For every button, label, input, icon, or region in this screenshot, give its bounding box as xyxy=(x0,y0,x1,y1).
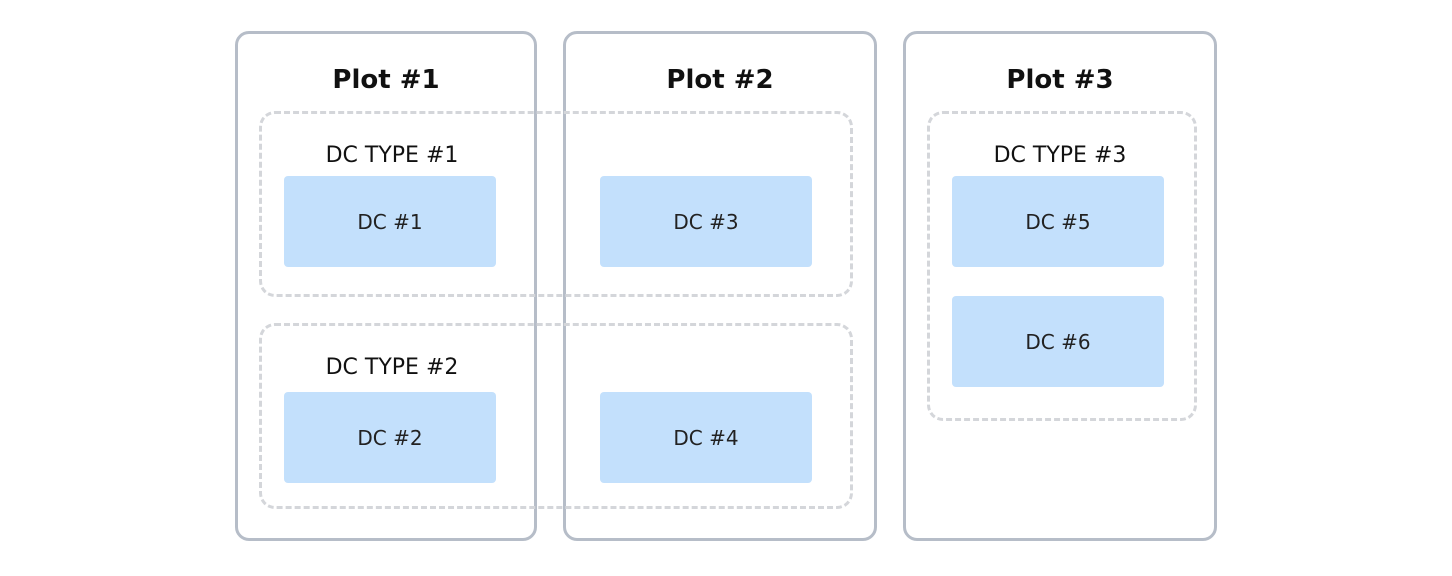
dc-2-box: DC #2 xyxy=(284,392,496,483)
dc-3-box: DC #3 xyxy=(600,176,812,267)
dc-type-1-group xyxy=(259,111,853,297)
dc-type-2-label: DC TYPE #2 xyxy=(325,355,459,380)
plot-1-title: Plot #1 xyxy=(332,65,440,95)
dc-6-box: DC #6 xyxy=(952,296,1164,387)
dc-1-box: DC #1 xyxy=(284,176,496,267)
dc-type-1-label: DC TYPE #1 xyxy=(325,143,459,168)
plot-1-container: Plot #1 xyxy=(235,31,537,541)
dc-4-box: DC #4 xyxy=(600,392,812,483)
plot-2-container: Plot #2 xyxy=(563,31,877,541)
dc-5-box: DC #5 xyxy=(952,176,1164,267)
plot-2-title: Plot #2 xyxy=(666,65,774,95)
plot-3-title: Plot #3 xyxy=(1006,65,1114,95)
dc-type-2-group xyxy=(259,323,853,509)
plot-3-container: Plot #3 xyxy=(903,31,1217,541)
dc-type-3-label: DC TYPE #3 xyxy=(993,143,1127,168)
dc-type-3-group xyxy=(927,111,1197,421)
